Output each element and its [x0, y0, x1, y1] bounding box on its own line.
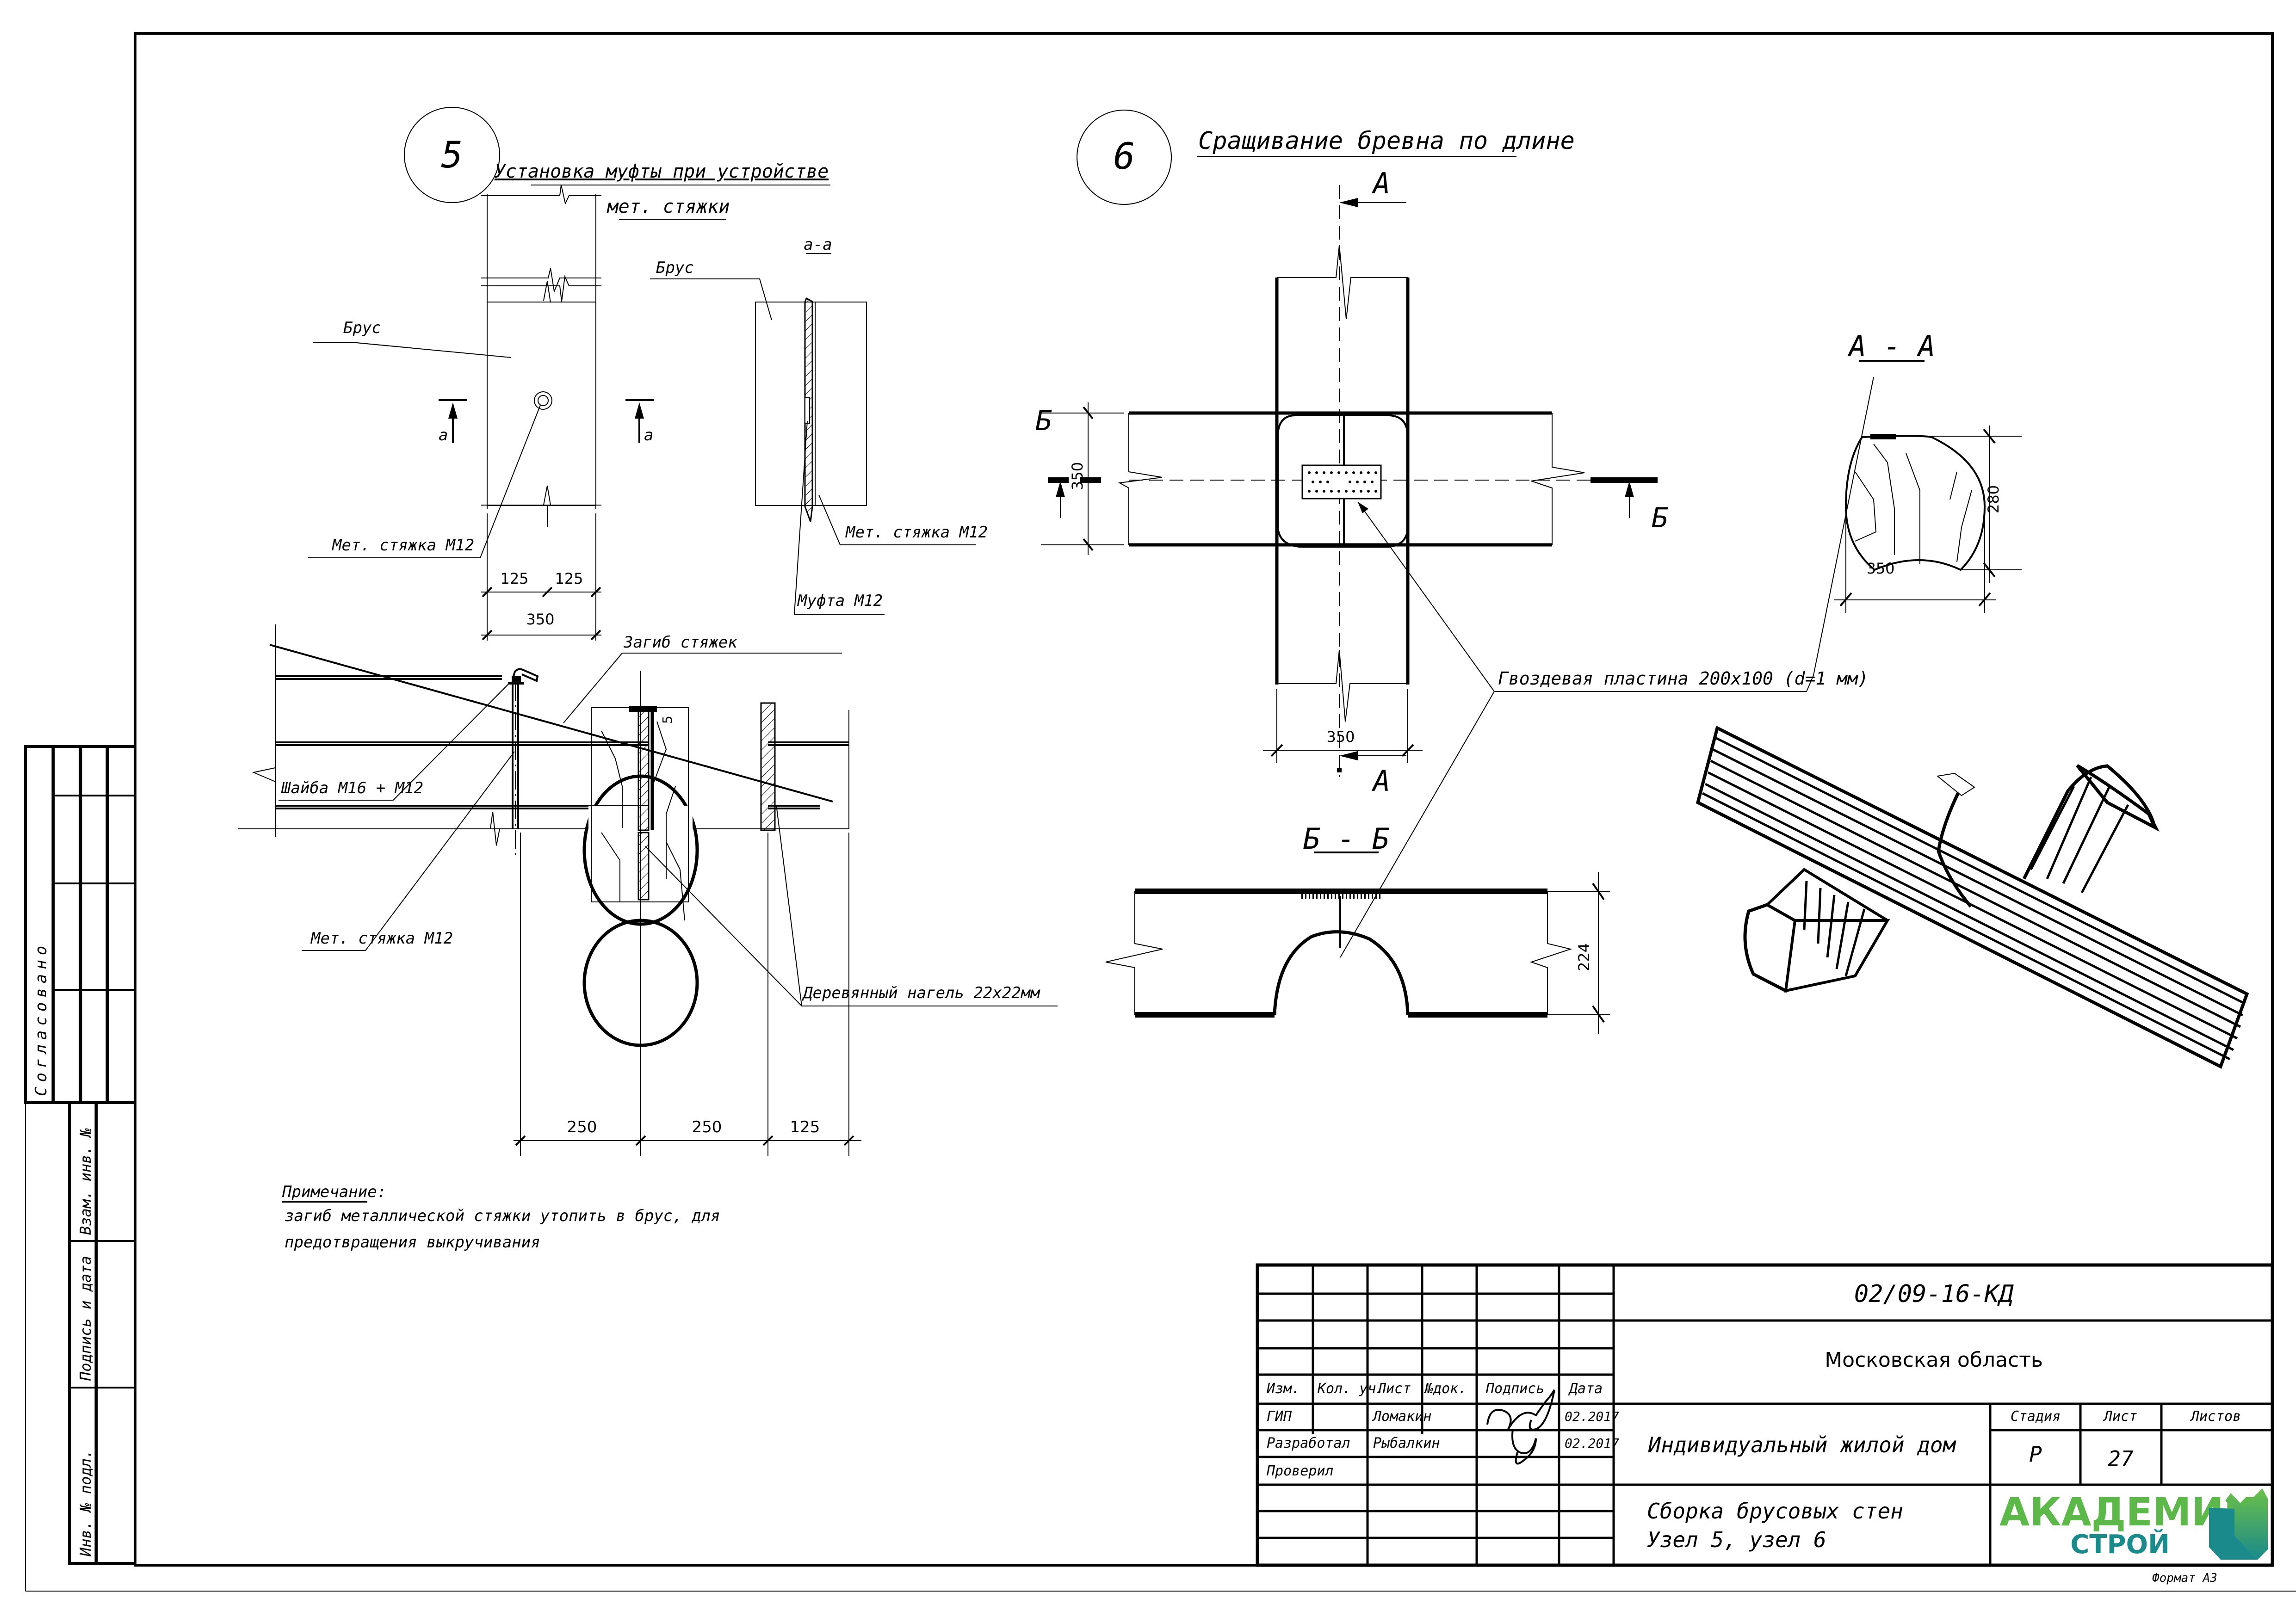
title-block: Изм. Кол. уч. Лист №док. Подпись Дата ГИ…: [1256, 1263, 2274, 1567]
note-line1: загиб металлической стяжки утопить в бру…: [285, 1207, 720, 1225]
logo-mark-icon: [2225, 1488, 2268, 1560]
node6-section-aa-dim-height: 280: [1985, 485, 2002, 513]
signature-lomakin: [1486, 1389, 1555, 1431]
node5-dim-left: 125: [500, 570, 528, 587]
tb-stage-value: Р: [2029, 1442, 2042, 1467]
node6-cut-a-top: А: [1371, 167, 1390, 200]
tb-row1-role: ГИП: [1267, 1408, 1292, 1425]
tb-row2-date: 02.2017: [1565, 1436, 1619, 1451]
node5-wall-dim-2: 250: [692, 1118, 722, 1136]
node5-dim-right: 125: [555, 570, 583, 587]
node5-label-brus-front: Брус: [343, 319, 381, 337]
node5-label-brus-section: Брус: [656, 259, 694, 277]
node6-section-bb-title: Б - Б: [1303, 822, 1390, 856]
node6-cut-b-left: Б: [1035, 405, 1052, 437]
node5-wall-section: 5 250 250 125 Загиб стяжек Шайба М16 + М…: [238, 624, 1058, 1156]
node6-header: 6 Сращивание бревна по длине: [1077, 110, 1575, 205]
tb-header-izm: Изм.: [1266, 1381, 1300, 1397]
node5-label-tie-section: Мет. стяжка М12: [845, 523, 988, 542]
note-heading: Примечание:: [282, 1183, 386, 1201]
node5-title-line1: Установка муфты при устройстве: [495, 161, 829, 182]
tb-row3-role: Проверил: [1266, 1463, 1334, 1479]
node5-section-label: а-а: [804, 235, 832, 254]
node5-wall-dim-3: 125: [790, 1118, 820, 1136]
side-sign-date-label: Подпись и дата: [77, 1256, 94, 1381]
node5-title-line2: мет. стяжки: [607, 196, 730, 217]
node5-wall-dim-1: 250: [567, 1118, 597, 1136]
node5-number: 5: [441, 135, 463, 176]
tb-header-list: Лист: [1376, 1381, 1411, 1397]
logo-line2: СТРОЙ: [2070, 1529, 2170, 1560]
tb-header-date: Дата: [1568, 1381, 1603, 1397]
node5-number-circle: [404, 107, 500, 203]
node6-number: 6: [1114, 136, 1135, 178]
tb-header-kol: Кол. уч.: [1317, 1381, 1385, 1397]
node5-cut-mark-left: а: [439, 426, 448, 444]
node5-front-view: а а Брус Мет. стяжка М12 125 125 350: [308, 185, 654, 641]
tb-sheet-title-line1: Сборка брусовых стен: [1647, 1499, 1903, 1524]
node5-dim-total: 350: [526, 611, 554, 628]
note-block: Примечание: загиб металлической стяжки у…: [282, 1183, 720, 1252]
format-label: Формат А3: [2152, 1571, 2217, 1585]
nail-plate: [1301, 464, 1382, 500]
side-stamp: Согласовано Взам. инв. № Подпись и дата …: [24, 745, 136, 1565]
signature-rybalkin: [1511, 1429, 1537, 1465]
side-vzam-inv-label: Взам. инв. №: [77, 1128, 94, 1235]
node5-section-view: а-а Брус Мет. стяжка М12 Муфта М12: [650, 235, 988, 615]
node6-section-aa-title: А - А: [1847, 329, 1936, 363]
company-logo: АКАДЕМИК СТРОЙ: [1999, 1488, 2268, 1560]
node6-section-bb-dim-height: 224: [1575, 943, 1593, 971]
side-agreed-label: Согласовано: [32, 941, 50, 1096]
node6-dim-height: 350: [1069, 462, 1086, 490]
note-line2: предотвращения выкручивания: [285, 1233, 540, 1252]
tb-sheets-header: Листов: [2190, 1408, 2241, 1425]
side-inv-podl-label: Инв. № подл.: [77, 1450, 94, 1557]
node6-plate-label: Гвоздевая пластина 200х100 (d=1 мм): [1498, 668, 1869, 689]
node6-section-bb: Б - Б 224: [1105, 822, 1610, 1034]
node5-wall-label-dowel: Деревянный нагель 22х22мм: [802, 984, 1040, 1002]
node6-isometric-view: [1696, 725, 2249, 1069]
node6-number-circle: [1077, 110, 1172, 205]
tb-header-sign: Подпись: [1485, 1381, 1544, 1397]
tb-row2-name: Рыбалкин: [1373, 1435, 1440, 1451]
node5-label-coupling: Муфта М12: [797, 592, 883, 610]
node5-wall-label-bend: Загиб стяжек: [623, 633, 737, 652]
node6-section-aa-dim-width: 350: [1866, 560, 1894, 577]
node5-label-tie-front: Мет. стяжка М12: [332, 536, 474, 555]
tb-stage-header: Стадия: [2011, 1408, 2061, 1425]
tb-sheet-header: Лист: [2103, 1408, 2137, 1425]
node5-header: 5 Установка муфты при устройстве мет. ст…: [404, 107, 830, 220]
node5-wall-small-dim: 5: [660, 716, 675, 724]
tb-project: Индивидуальный жилой дом: [1648, 1432, 1956, 1457]
node6-cut-a-bottom: А: [1371, 764, 1390, 798]
tb-doc-code: 02/09-16-КД: [1854, 1280, 2014, 1308]
node6-dim-width: 350: [1326, 728, 1355, 746]
tb-row1-date: 02.2017: [1565, 1409, 1619, 1424]
tb-sheet-value: 27: [2108, 1446, 2134, 1471]
tb-row2-role: Разработал: [1267, 1435, 1350, 1451]
node5-wall-label-tie: Мет. стяжка М12: [310, 929, 453, 948]
node6-plan-view: А А Б Б: [1035, 167, 1874, 958]
tb-header-ndok: №док.: [1424, 1381, 1467, 1397]
node5-cut-mark-right: а: [644, 426, 653, 444]
node6-cut-b-right: Б: [1652, 502, 1668, 534]
tb-row1-name: Ломакин: [1372, 1408, 1431, 1425]
node6-section-aa: А - А 280 350: [1834, 329, 2022, 613]
tb-region: Московская область: [1825, 1348, 2043, 1372]
tb-sheet-title-line2: Узел 5, узел 6: [1647, 1527, 1826, 1552]
node6-title: Сращивание бревна по длине: [1198, 127, 1575, 155]
node5-wall-label-washer: Шайба М16 + М12: [281, 779, 423, 797]
